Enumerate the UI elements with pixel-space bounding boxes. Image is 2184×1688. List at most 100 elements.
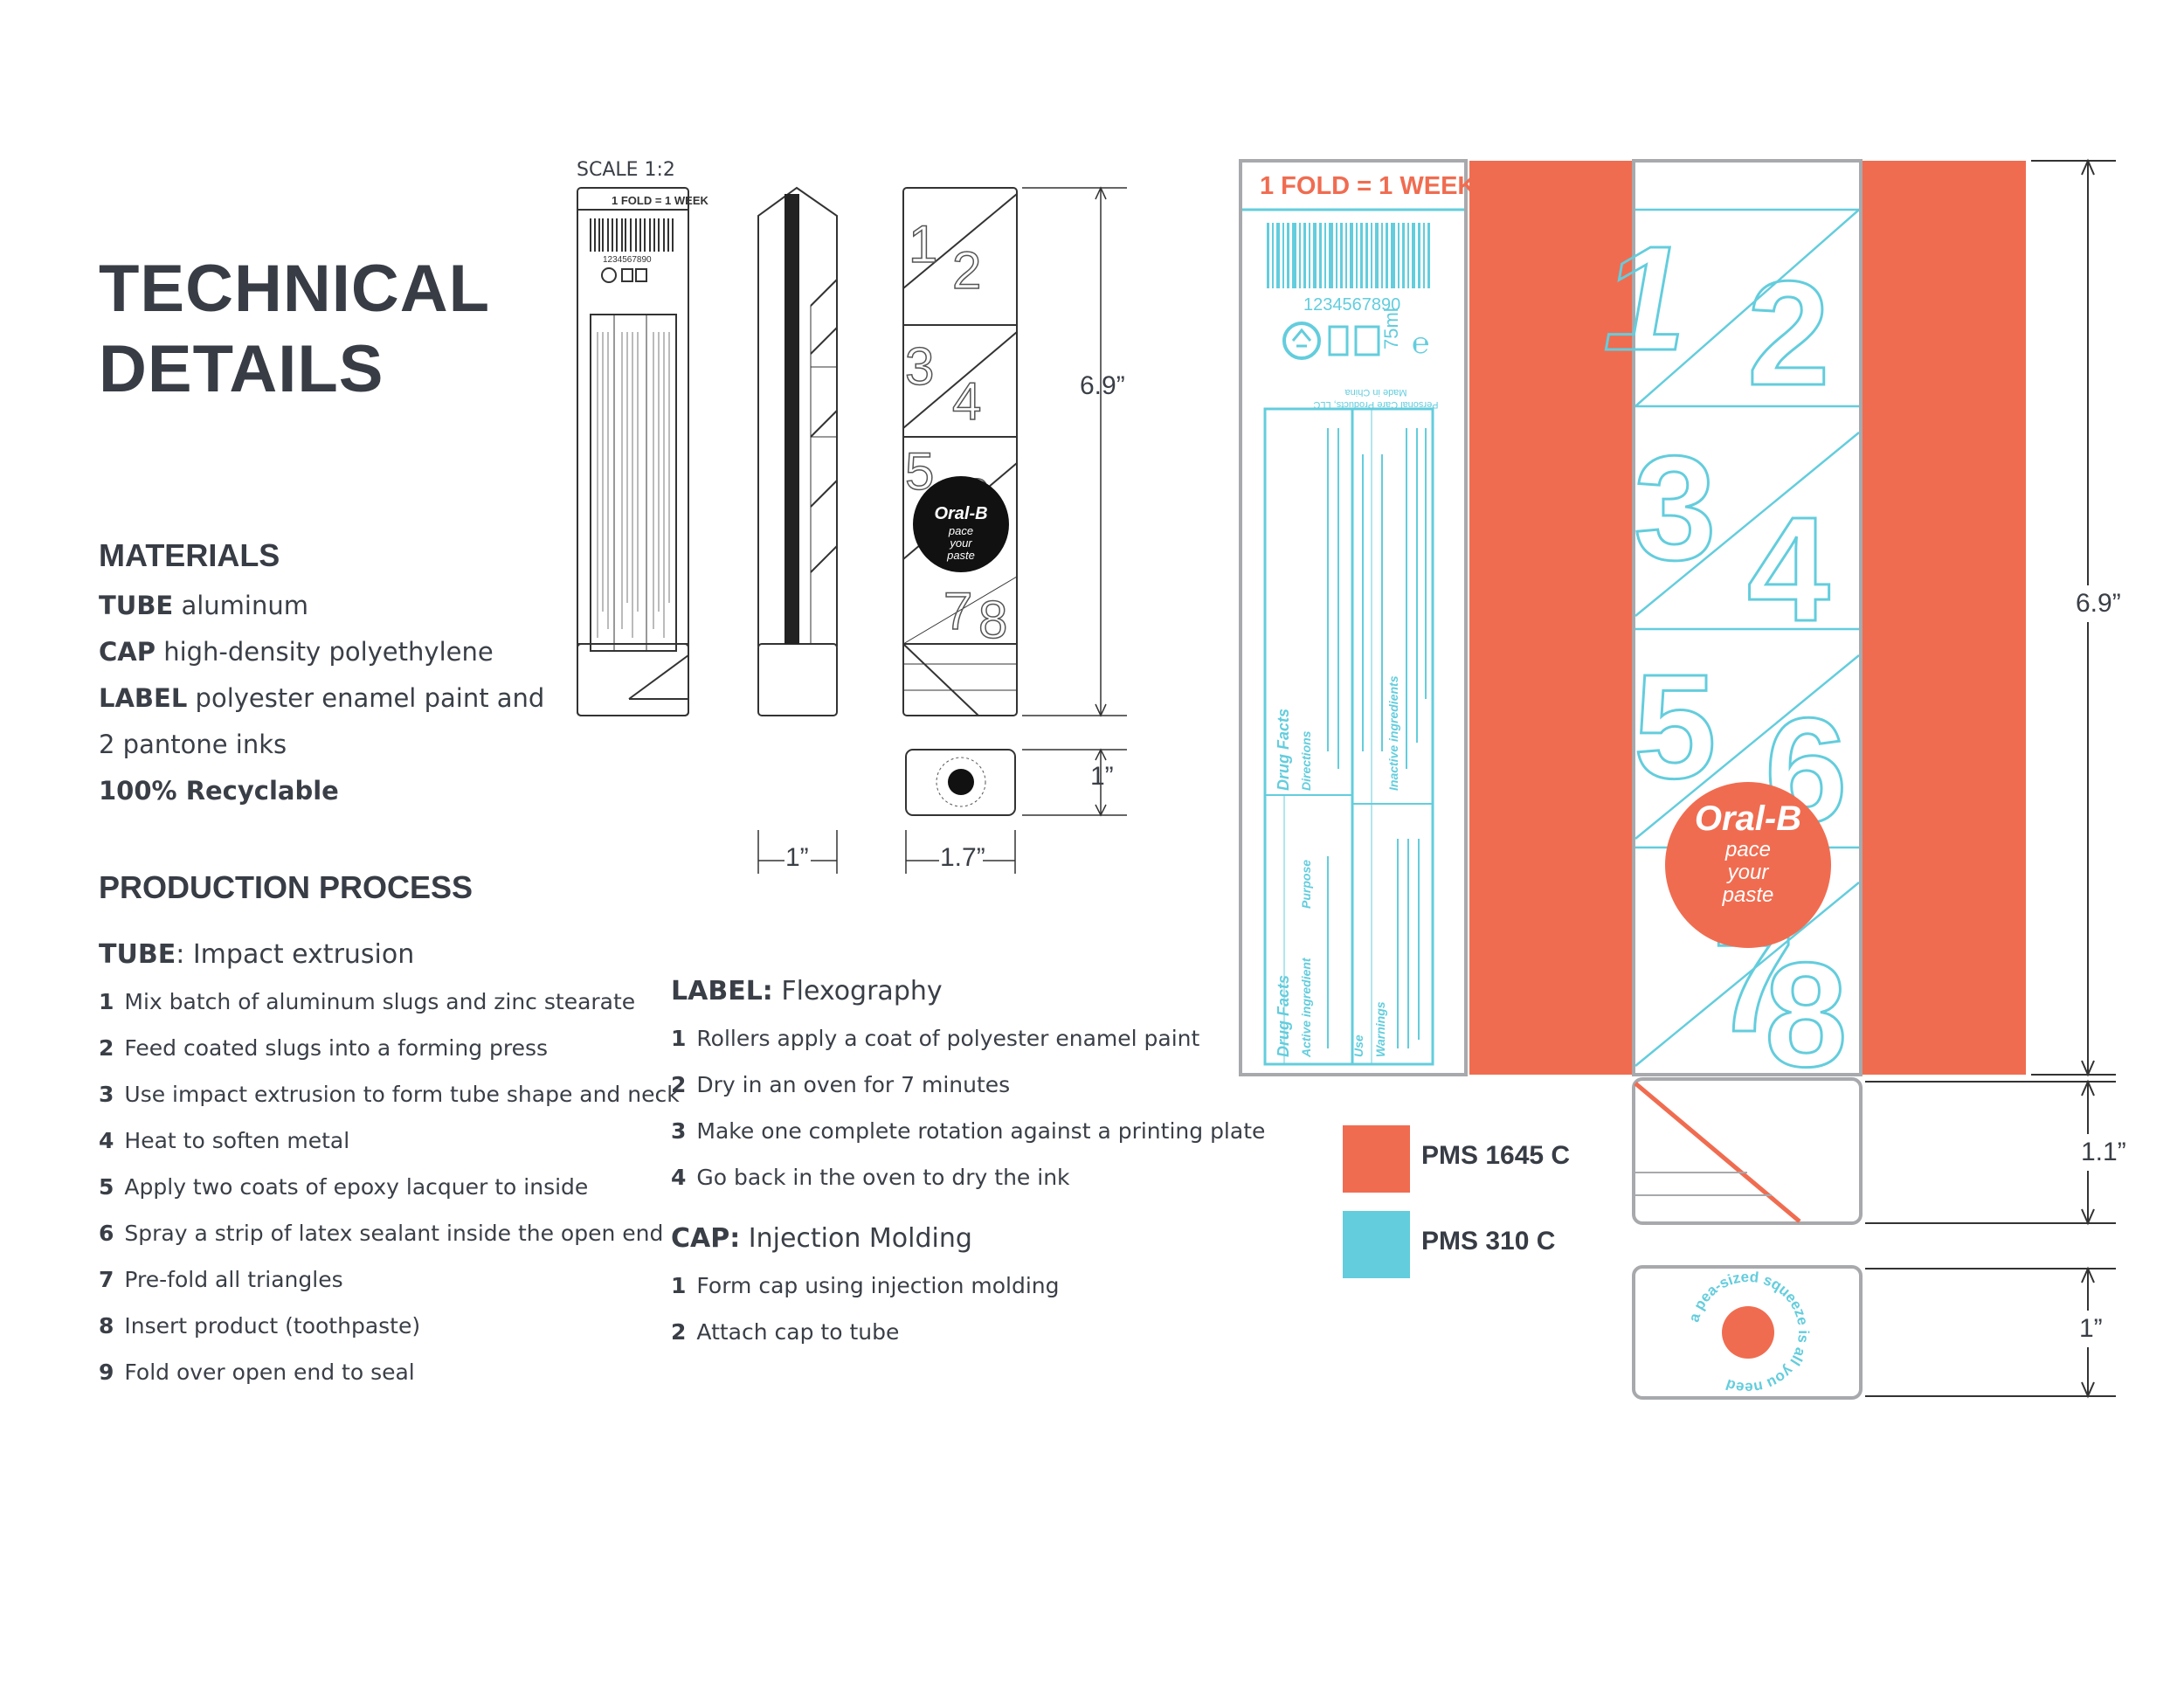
step-text: Heat to soften metal: [124, 1128, 350, 1153]
material-value: aluminum: [173, 591, 308, 620]
barcode-bar: [1303, 223, 1306, 288]
barcode-bar: [1329, 223, 1333, 288]
swatch-pms-310c: [1343, 1211, 1410, 1278]
tube-step: 2 Feed coated slugs into a forming press: [99, 1035, 680, 1082]
barcode-bar: [1287, 223, 1289, 288]
material-cap: CAP high-density polyethylene: [99, 637, 494, 667]
barcode-bar: [1371, 223, 1372, 288]
material-value: polyester enamel paint and: [187, 683, 545, 713]
small-front-view: 1 2 3 4 5 6 7 8: [902, 187, 1018, 716]
barcode-bar: [1324, 223, 1326, 288]
active-ingredient-label: Active ingredient: [1299, 957, 1313, 1058]
label-process-value: Flexography: [772, 976, 943, 1007]
made-in-text: Made in China: [1344, 387, 1407, 398]
small-cap-view: [905, 749, 1016, 816]
warnings-label: Warnings: [1373, 1001, 1387, 1057]
step-text: Make one complete rotation against a pri…: [696, 1118, 1266, 1144]
barcode-bar: [1407, 223, 1409, 288]
step-number: 7: [99, 1267, 114, 1292]
tube-step: 6 Spray a strip of latex sealant inside t…: [99, 1221, 680, 1267]
small-side-view: [757, 186, 838, 716]
material-key: TUBE: [99, 591, 174, 620]
barcode-bar: [1386, 223, 1388, 288]
svg-text:8: 8: [978, 591, 1007, 649]
material-key: LABEL: [99, 683, 188, 713]
use-label: Use: [1351, 1034, 1365, 1057]
step-number: 2: [671, 1319, 687, 1345]
tagline-line1: pace: [1724, 838, 1771, 861]
barcode-bar: [1365, 223, 1368, 288]
material-key: CAP: [99, 637, 156, 667]
scale-label: SCALE 1:2: [577, 159, 675, 181]
swatch-label-pms-1645c: PMS 1645 C: [1421, 1141, 1571, 1170]
barcode-bar: [1282, 223, 1284, 288]
large-fold-label: 1 FOLD = 1 WEEK: [1260, 172, 1476, 200]
small-brand: Oral-B: [934, 504, 987, 523]
barcode-bar: [1345, 223, 1347, 288]
bin-icon: [1328, 325, 1349, 356]
small-dimension-lines: [757, 186, 1127, 874]
svg-text:3: 3: [905, 337, 934, 396]
step-number: 3: [99, 1082, 114, 1107]
step-text: Spray a strip of latex sealant inside th…: [124, 1221, 664, 1246]
label-process-key: LABEL:: [671, 976, 773, 1007]
label-process-title: LABEL: Flexography: [671, 976, 943, 1007]
barcode-bar: [1360, 223, 1363, 288]
step-text: Pre-fold all triangles: [124, 1267, 343, 1292]
barcode-bar: [1398, 223, 1400, 288]
tube-step: 7 Pre-fold all triangles: [99, 1267, 680, 1313]
step-text: Rollers apply a coat of polyester enamel…: [696, 1026, 1200, 1051]
page-title-line2: DETAILS: [99, 332, 384, 406]
cap-dot: [1722, 1306, 1774, 1359]
barcode-number: 1234567890: [1303, 295, 1400, 315]
step-number: 6: [99, 1221, 114, 1246]
step-number: 2: [99, 1035, 114, 1061]
step-text: Form cap using injection molding: [696, 1273, 1060, 1298]
barcode-bar: [1356, 223, 1358, 288]
small-fold-label: 1 FOLD = 1 WEEK: [612, 194, 708, 207]
barcode-bar: [1402, 223, 1405, 288]
week-number-8: 8: [1765, 932, 1848, 1098]
directions-label: Directions: [1299, 730, 1313, 791]
barcode-bar: [1418, 223, 1420, 288]
tube-process-title: TUBE: Impact extrusion: [99, 939, 414, 970]
step-text: Dry in an oven for 7 minutes: [696, 1072, 1011, 1097]
swatch-pms-1645c: [1343, 1125, 1410, 1193]
recycle-icon: [1282, 322, 1321, 360]
barcode-bar: [1267, 223, 1269, 288]
week-number-3: 3: [1634, 425, 1717, 591]
tube-process-key: TUBE: [99, 939, 176, 970]
material-value: high-density polyethylene: [155, 637, 494, 667]
large-crimp-dim: 1.1”: [2079, 1134, 2128, 1171]
volume-label: 75ml: [1380, 308, 1402, 349]
step-text: Feed coated slugs into a forming press: [124, 1035, 549, 1061]
barcode-bar: [1350, 223, 1353, 288]
step-number: 2: [671, 1072, 687, 1097]
svg-text:2: 2: [952, 241, 981, 300]
svg-text:7: 7: [943, 582, 972, 640]
brand-logo: Oral-B: [1695, 799, 1801, 838]
distributor-text: Personal Care Products, LLC: [1313, 399, 1438, 410]
barcode-bar: [1313, 223, 1317, 288]
orange-panel-left: [1469, 161, 1633, 1075]
material-label-cont: 2 pantone inks: [99, 730, 287, 759]
swatch-label-pms-310c: PMS 310 C: [1421, 1227, 1556, 1256]
small-cap-ring: [936, 757, 986, 807]
material-key: 100% Recyclable: [99, 776, 339, 806]
step-text: Fold over open end to seal: [124, 1359, 415, 1385]
page-title-line1: TECHNICAL: [99, 252, 491, 326]
barcode: [1267, 223, 1430, 288]
barcode-bar: [1319, 223, 1322, 288]
svg-text:4: 4: [952, 372, 981, 431]
logo-circle: [1665, 782, 1831, 948]
barcode-bar: [1381, 223, 1383, 288]
small-front-width-dim: 1.7”: [940, 843, 985, 872]
week-number-5: 5: [1634, 644, 1717, 810]
step-text: Mix batch of aluminum slugs and zinc ste…: [124, 989, 636, 1014]
